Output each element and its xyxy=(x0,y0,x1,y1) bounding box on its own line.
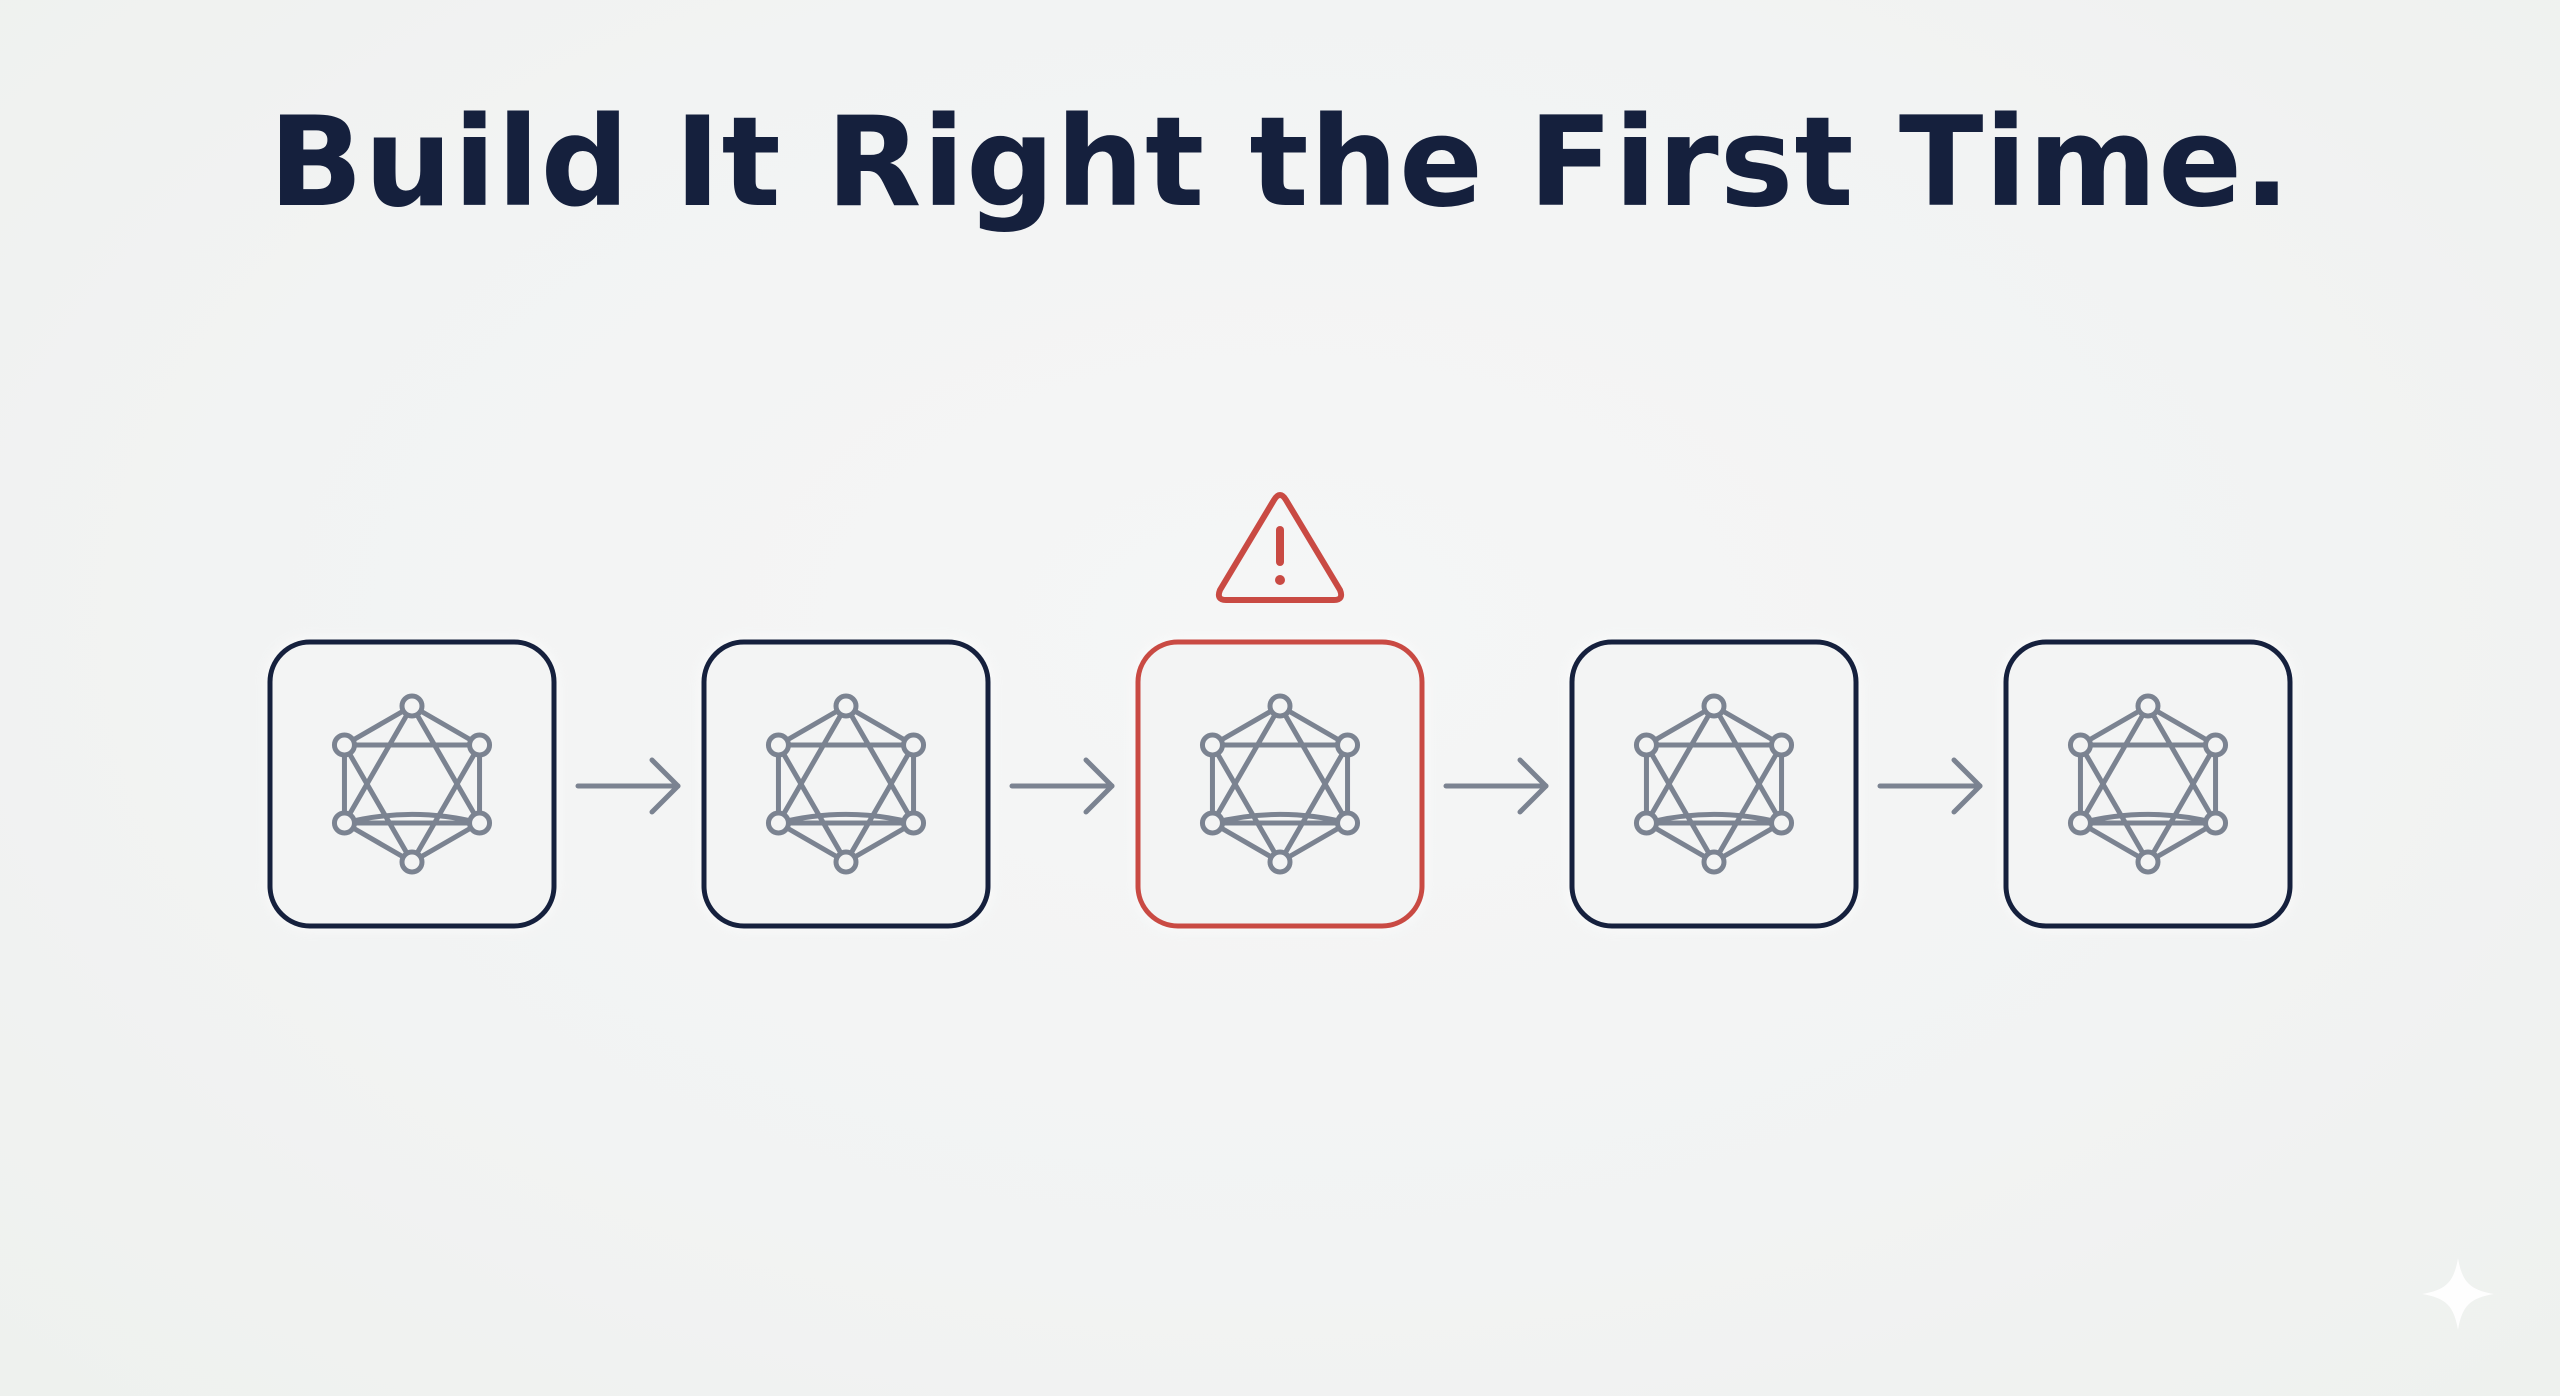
network-graph-icon xyxy=(2067,693,2229,875)
network-graph-icon xyxy=(331,693,493,875)
network-graph-icon xyxy=(1199,693,1361,875)
step-box-4 xyxy=(1568,638,1860,930)
network-graph-icon xyxy=(1633,693,1795,875)
warning-triangle-icon xyxy=(1215,492,1345,603)
step-box-1 xyxy=(266,638,558,930)
page-title: Build It Right the First Time. xyxy=(268,91,2292,235)
boxes-layer xyxy=(266,638,2294,930)
network-graph-icon xyxy=(765,693,927,875)
step-box-2 xyxy=(700,638,992,930)
arrow-right-icon xyxy=(1009,757,1115,815)
arrow-right-icon xyxy=(1443,757,1549,815)
arrow-right-icon xyxy=(1877,757,1983,815)
warning-layer xyxy=(1215,492,1345,603)
arrow-right-icon xyxy=(575,757,681,815)
sparkle-icon xyxy=(2422,1258,2494,1330)
step-box-5 xyxy=(2002,638,2294,930)
step-box-3 xyxy=(1134,638,1426,930)
arrows-layer xyxy=(575,757,1983,815)
